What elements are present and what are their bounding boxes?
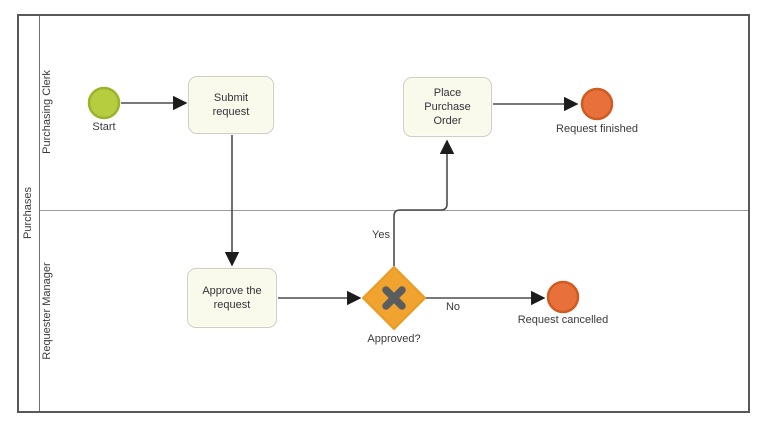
no-flow-label: No	[445, 301, 461, 313]
pool-purchases	[17, 14, 750, 413]
task-approve-request-label: Approve the request	[202, 284, 262, 311]
end-event-request-finished[interactable]	[580, 87, 614, 121]
pool-label-divider	[39, 16, 40, 411]
lane-divider	[40, 210, 748, 211]
end-event-request-cancelled[interactable]	[546, 280, 580, 314]
start-event-label: Start	[92, 121, 116, 133]
task-place-purchase-order[interactable]: Place Purchase Order	[403, 77, 492, 137]
task-submit-request-label: Submit request	[212, 91, 250, 118]
gateway-label: Approved?	[367, 333, 421, 345]
yes-flow-label: Yes	[372, 229, 390, 241]
task-approve-request[interactable]: Approve the request	[187, 268, 277, 328]
start-event[interactable]	[87, 86, 121, 120]
exclusive-gateway-x-icon	[382, 286, 406, 310]
end-event-finished-label: Request finished	[556, 123, 638, 135]
flow-gateway-yes-to-place-order[interactable]	[393, 139, 455, 266]
task-submit-request[interactable]: Submit request	[188, 76, 274, 134]
end-event-cancelled-label: Request cancelled	[517, 314, 609, 326]
task-place-purchase-order-label: Place Purchase Order	[424, 86, 471, 128]
